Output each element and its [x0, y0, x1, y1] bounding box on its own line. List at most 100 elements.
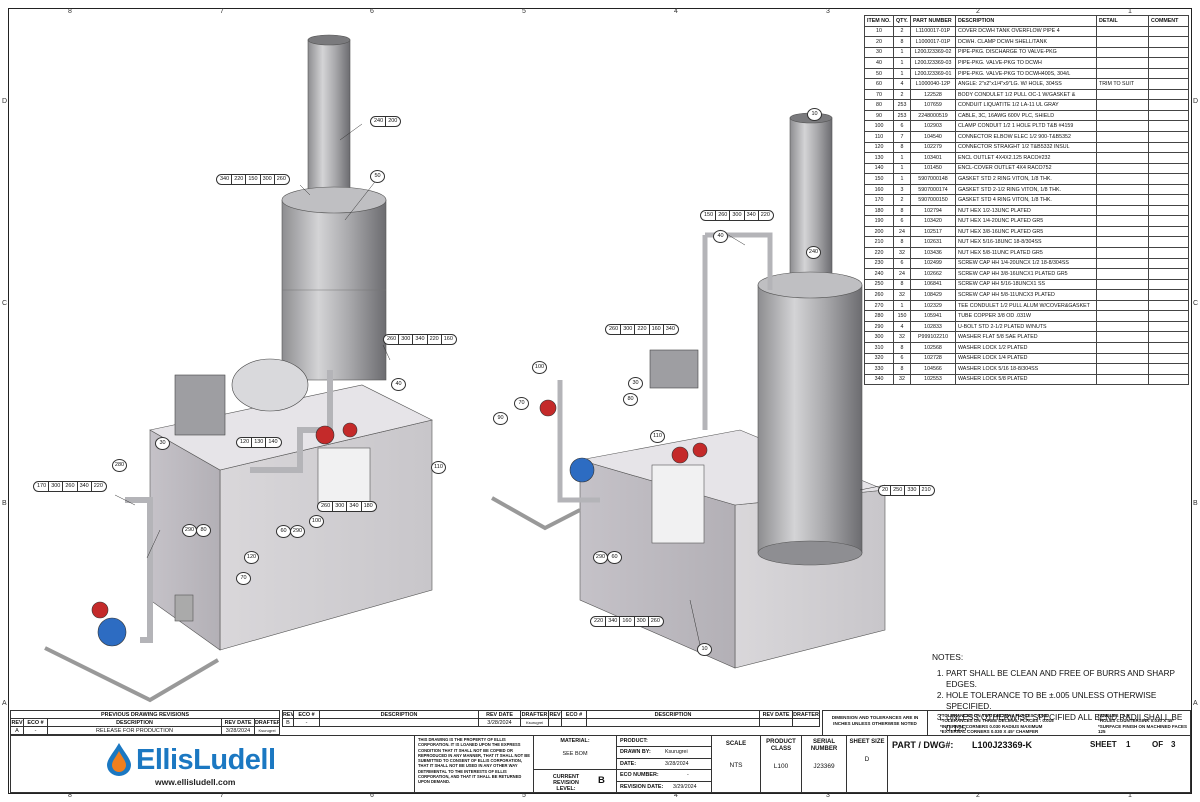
- zone-left-d: D: [2, 98, 8, 105]
- bom-cell-part-number: L200J23369-02: [910, 46, 956, 59]
- current-revision-label: CURRENT REVISION LEVEL:: [552, 774, 580, 792]
- bubble-40-right: 40: [713, 230, 728, 243]
- zone-right-b: B: [1193, 500, 1198, 507]
- bom-cell-qty: 8: [893, 141, 911, 154]
- bom-cell-description: TUBE COPPER 3/8 OD .031W: [955, 310, 1097, 322]
- bom-cell-part-number: L200J23369-01: [910, 67, 956, 80]
- bom-cell-description: CABLE, 3C, 16AWG 600V PLC, SHIELD: [955, 109, 1097, 122]
- bom-cell-qty: 32: [893, 247, 911, 259]
- bom-cell-item: 230: [864, 257, 894, 270]
- bom-cell-description: ANGLE: 2"x2"x1/4"x9"LG. W/ HOLE, 304SS: [955, 78, 1097, 90]
- bubble-80-left: 80: [196, 524, 211, 537]
- material-value: SEE BOM: [562, 751, 588, 757]
- bom-cell-detail: [1096, 310, 1149, 322]
- bom-cell-item: 10: [864, 25, 894, 38]
- bom-cell-item: 160: [864, 183, 894, 196]
- bom-cell-detail: [1096, 141, 1149, 154]
- bom-cell-description: U-BOLT STD 2-1/2 PLATED W/NUTS: [955, 320, 1097, 333]
- bubble-70-right: 70: [514, 397, 529, 410]
- bom-cell-part-number: L1100017-01P: [910, 25, 956, 38]
- bom-cell-item: 190: [864, 215, 894, 227]
- bubble-110-right: 110: [650, 430, 665, 443]
- cur-rev-empty: [548, 718, 562, 727]
- cur-date-empty: [759, 718, 793, 727]
- note-item: UNLESS OTHERWISE SPECIFIED ALL BEND RADI…: [946, 712, 1200, 734]
- bom-cell-comment: [1148, 88, 1189, 101]
- bom-cell-item: 40: [864, 57, 894, 69]
- bom-cell-part-number: 105941: [910, 310, 956, 322]
- bubble-60-left: 60: [276, 525, 291, 538]
- bom-cell-detail: [1096, 236, 1149, 249]
- bom-cell-comment: [1148, 194, 1189, 206]
- bom-cell-item: 270: [864, 299, 894, 312]
- bom-header-part-number: PART NUMBER: [910, 15, 956, 27]
- bom-cell-comment: [1148, 268, 1189, 280]
- bom-cell-description: NUT HEX 5/16-18UNC 18-8/304SS: [955, 236, 1097, 249]
- bom-cell-item: 50: [864, 67, 894, 80]
- scale-label: SCALE: [725, 741, 747, 747]
- bom-cell-qty: 1: [893, 67, 911, 80]
- cur-description-value: [319, 718, 479, 727]
- bom-cell-description: SCREW CAP HH 3/8-16UNCX1 PLATED GR5: [955, 268, 1097, 280]
- current-revision-value: B: [598, 775, 605, 786]
- part-dwg-label: PART / DWG#:: [892, 740, 954, 750]
- bom-cell-detail: [1096, 88, 1149, 101]
- bubble-30-left: 30: [155, 437, 170, 450]
- bom-cell-item: 20: [864, 36, 894, 48]
- bom-cell-item: 330: [864, 363, 894, 375]
- bom-cell-part-number: 102728: [910, 352, 956, 365]
- bom-cell-detail: [1096, 257, 1149, 270]
- eco-number-value: -: [687, 772, 689, 778]
- bom-cell-part-number: 108429: [910, 289, 956, 301]
- bom-cell-part-number: 102794: [910, 204, 956, 217]
- bom-cell-description: ENCL-COVER OUTLET 4X4 RACO752: [955, 162, 1097, 175]
- bom-cell-description: PIPE-PKG. VALVE-PKG TO DCWH: [955, 57, 1097, 69]
- bom-cell-qty: 1: [893, 46, 911, 59]
- bom-cell-description: NUT HEX 1/2-13UNC PLATED: [955, 204, 1097, 217]
- bom-cell-comment: [1148, 57, 1189, 69]
- bom-cell-item: 320: [864, 352, 894, 365]
- bom-cell-detail: [1096, 162, 1149, 175]
- bubble-120: 120: [244, 551, 259, 564]
- bom-cell-part-number: 102517: [910, 225, 956, 238]
- bom-cell-qty: 1: [893, 57, 911, 69]
- bom-cell-item: 240: [864, 268, 894, 280]
- date-value: 3/28/2024: [665, 761, 689, 767]
- bom-cell-comment: [1148, 289, 1189, 301]
- bom-cell-qty: 2: [893, 88, 911, 101]
- bom-cell-comment: [1148, 341, 1189, 354]
- bom-cell-comment: [1148, 109, 1189, 122]
- tolerance-line: *EXTERNAL CORNERS 0.030 X 45° CHAMFER: [940, 728, 1039, 734]
- bom-cell-detail: [1096, 268, 1149, 280]
- bom-cell-part-number: 5907000174: [910, 183, 956, 196]
- bom-cell-qty: 6: [893, 215, 911, 227]
- bom-cell-description: NUT HEX 5/8-11UNC PLATED GR5: [955, 247, 1097, 259]
- serial-number-label: SERIAL NUMBER: [810, 739, 838, 752]
- bom-cell-part-number: 102631: [910, 236, 956, 249]
- bom-cell-comment: [1148, 299, 1189, 312]
- zone-bot-8: 8: [68, 792, 72, 799]
- part-dwg-value: L100J23369-K: [972, 740, 1033, 750]
- note-item: PART SHALL BE CLEAN AND FREE OF BURRS AN…: [946, 668, 1200, 690]
- bom-cell-comment: [1148, 247, 1189, 259]
- bom-cell-description: COVER DCWH TANK OVERFLOW PIPE 4: [955, 25, 1097, 38]
- proprietary-notice: THIS DRAWING IS THE PROPERTY OF ELLIS CO…: [414, 735, 534, 793]
- bom-cell-description: WASHER LOCK 5/8 PLATED: [955, 373, 1097, 386]
- bom-cell-qty: 1: [893, 173, 911, 185]
- bom-cell-detail: [1096, 25, 1149, 38]
- bom-cell-description: WASHER FLAT 5/8 SAE PLATED: [955, 331, 1097, 343]
- of-value: 3: [1171, 740, 1176, 749]
- bom-cell-description: NUT HEX 1/4-20UNC PLATED GR5: [955, 215, 1097, 227]
- bom-cell-detail: [1096, 36, 1149, 48]
- bom-cell-item: 100: [864, 120, 894, 132]
